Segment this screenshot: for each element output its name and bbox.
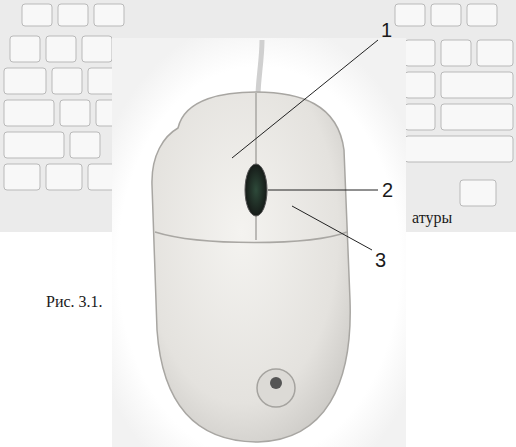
figure-caption: атуры xyxy=(412,210,452,226)
figure-caption: Рис. 3.1. xyxy=(46,294,103,310)
leader-line xyxy=(268,190,378,191)
leader-line xyxy=(232,40,378,158)
scroll-wheel xyxy=(245,164,267,216)
mouse-body xyxy=(152,92,350,442)
button-split xyxy=(255,216,257,240)
callout-number: 1 xyxy=(381,20,392,40)
callout-number: 3 xyxy=(375,250,386,270)
callout-number: 2 xyxy=(382,180,393,200)
leader-line xyxy=(292,206,372,250)
mouse-cable xyxy=(258,40,262,96)
logo-mark xyxy=(270,377,282,389)
photo-panel xyxy=(112,38,406,447)
button-edge xyxy=(155,232,347,243)
button-split xyxy=(255,93,257,164)
logo-badge xyxy=(257,369,295,407)
